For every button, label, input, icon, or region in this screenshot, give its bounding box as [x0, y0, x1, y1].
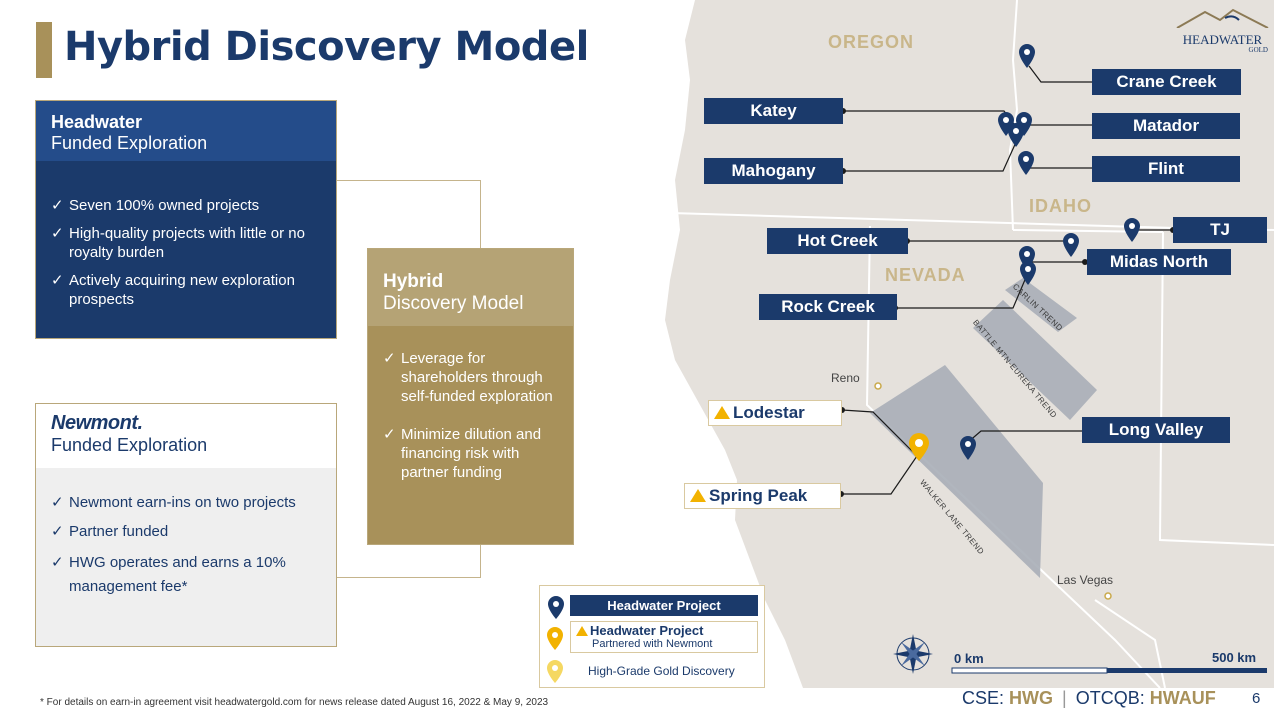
headwater-project-pins	[960, 44, 1140, 460]
legend-partnered-title: Headwater Project	[590, 623, 704, 638]
leader-lines	[841, 65, 1173, 495]
newmont-box-subtitle: Funded Exploration	[51, 435, 208, 455]
gold-discovery-pin	[909, 433, 929, 461]
project-label-mahogany[interactable]: Mahogany	[704, 158, 843, 184]
partner-triangle-icon	[714, 406, 730, 419]
logo-sub: GOLD	[1248, 46, 1268, 54]
scale-start-label: 0 km	[954, 651, 984, 666]
carlin-trend	[1005, 278, 1077, 332]
partner-triangle-icon	[690, 489, 706, 502]
state-label-idaho: IDAHO	[1029, 196, 1092, 216]
map-legend: Headwater Project Headwater Project Part…	[539, 585, 765, 688]
lodestar-text: Lodestar	[733, 403, 805, 422]
project-label-long-valley[interactable]: Long Valley	[1082, 417, 1230, 443]
mountain-logo-icon	[1176, 8, 1269, 29]
headwater-box-header: Headwater Funded Exploration	[36, 101, 336, 161]
scale-end-label: 500 km	[1212, 650, 1257, 665]
legend-discovery: High-Grade Gold Discovery	[588, 664, 735, 678]
connector-top	[337, 180, 481, 248]
headwater-gold-logo: HEADWATER GOLD	[1175, 6, 1270, 54]
headwater-bullet: ✓Seven 100% owned projects	[51, 197, 260, 214]
scale-bar	[951, 667, 1267, 674]
cse-symbol: HWG	[1009, 688, 1054, 708]
state-label-oregon: OREGON	[828, 32, 915, 52]
project-label-lodestar[interactable]: Lodestar	[708, 400, 842, 426]
newmont-bullet: ✓HWG operates and earns a 10% management…	[51, 554, 286, 595]
las-vegas-dot	[1104, 592, 1112, 600]
project-label-tj[interactable]: TJ	[1173, 217, 1267, 243]
legend-headwater-project: Headwater Project	[570, 595, 758, 616]
hybrid-box-title: Hybrid	[383, 271, 444, 292]
page-number: 6	[1252, 690, 1261, 707]
hybrid-box-subtitle: Discovery Model	[383, 293, 524, 314]
legend-partnered-box: Headwater Project Partnered with Newmont	[570, 621, 758, 653]
newmont-funded-box: Newmont. Funded Exploration ✓Newmont ear…	[35, 403, 337, 647]
project-label-crane-creek[interactable]: Crane Creek	[1092, 69, 1241, 95]
project-label-midas-north[interactable]: Midas North	[1087, 249, 1231, 275]
headwater-box-subtitle: Funded Exploration	[51, 133, 208, 153]
city-label-reno: Reno	[831, 371, 860, 385]
hybrid-model-box: Hybrid Discovery Model ✓Leverage for sha…	[367, 248, 574, 545]
legend-yellow-pin-icon	[547, 627, 563, 650]
cse-label: CSE:	[962, 688, 1005, 708]
project-label-matador[interactable]: Matador	[1092, 113, 1240, 139]
footer-note: * For details on earn-in agreement visit…	[40, 697, 549, 708]
title-accent-bar	[36, 22, 52, 78]
newmont-bullet: ✓Newmont earn-ins on two projects	[51, 494, 296, 511]
newmont-bullet: ✓Partner funded	[51, 523, 169, 540]
hybrid-bullet: ✓Leverage for shareholders through self-…	[383, 350, 553, 405]
ticker-info: CSE: HWG | OTCQB: HWAUF	[962, 688, 1216, 709]
reno-dot	[874, 382, 882, 390]
state-label-nevada: NEVADA	[885, 265, 966, 285]
headwater-bullet: ✓High-quality projects with little or no…	[51, 225, 305, 261]
walker-lane-trend	[870, 365, 1043, 578]
project-label-spring-peak[interactable]: Spring Peak	[684, 483, 841, 509]
city-label-las-vegas: Las Vegas	[1057, 573, 1114, 587]
logo-name: HEADWATER	[1182, 32, 1263, 47]
hybrid-box-header: Hybrid Discovery Model	[368, 249, 573, 326]
otc-symbol: HWAUF	[1149, 688, 1216, 708]
project-label-rock-creek[interactable]: Rock Creek	[759, 294, 897, 320]
project-label-katey[interactable]: Katey	[704, 98, 843, 124]
headwater-box-title: Headwater	[51, 112, 143, 132]
newmont-logo: Newmont.	[51, 412, 143, 434]
legend-discovery-pin-icon	[547, 660, 563, 683]
legend-triangle-icon	[576, 626, 588, 636]
legend-navy-pin-icon	[548, 596, 564, 619]
otc-label: OTCQB:	[1075, 688, 1145, 708]
spring-peak-text: Spring Peak	[709, 486, 808, 505]
project-label-flint[interactable]: Flint	[1092, 156, 1240, 182]
compass-icon	[893, 634, 933, 674]
legend-partnered-sub: Partnered with Newmont	[592, 638, 713, 650]
connector-bottom	[337, 545, 481, 578]
battle-mtn-trend	[973, 300, 1097, 420]
hybrid-bullet: ✓Minimize dilution and financing risk wi…	[383, 426, 542, 481]
headwater-funded-box: Headwater Funded Exploration ✓Seven 100%…	[35, 100, 337, 339]
headwater-bullet: ✓Actively acquiring new exploration pros…	[51, 272, 295, 308]
project-label-hot-creek[interactable]: Hot Creek	[767, 228, 908, 254]
page-title: Hybrid Discovery Model	[64, 24, 589, 70]
ticker-separator: |	[1062, 688, 1067, 708]
newmont-box-header: Newmont. Funded Exploration	[36, 404, 336, 468]
